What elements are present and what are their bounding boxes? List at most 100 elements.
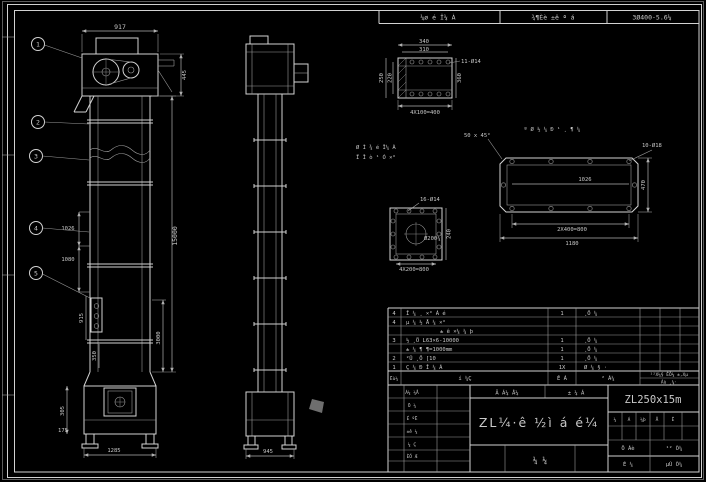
sheet-label: ¼ ¼ [533, 456, 548, 465]
dim-side-base-width: 945 [263, 449, 273, 455]
bom-table: 4 Î ¼ ¸ ×° Á é 1 ¸Ö ¼ 4 µ ¼ ½ Å ¼ ×° ± ê… [387, 307, 699, 472]
dim-total-height: 15000 [171, 226, 179, 246]
bom-row-no: 4 [392, 311, 396, 317]
balloon-5: 5 [29, 266, 91, 299]
bolt-holes [409, 59, 451, 97]
dim-flange-center-circle: Ø200¼ [424, 235, 441, 242]
bom-row-mat: ¸Ö ¼ [584, 310, 597, 317]
dim-channel-outer-width: 340 [419, 39, 429, 45]
bom-row-desc: ± ê ×¼ ¼ þ [440, 328, 473, 335]
bom-row-no: 4 [392, 320, 396, 326]
dim-head-width: 917 [114, 23, 126, 31]
dim-plate-width: 1180 [565, 241, 578, 247]
balloon-1: 1 [31, 37, 83, 59]
tb-right-cell: ¼þ [640, 417, 646, 423]
dim-channel-inner-width: 310 [419, 47, 429, 53]
dim-plate-hole-spacing: 2X400=800 [557, 227, 587, 233]
tb-right-cell: Ê [672, 415, 675, 423]
dim-plate-height: 470 [641, 180, 647, 190]
flange-holes-label: 16-Ø14 [420, 196, 441, 203]
svg-text:3: 3 [34, 153, 38, 161]
bom-header-right-top: ¹²X¼§ ÊÕ¼ ±,Xµ [650, 370, 688, 378]
dim-305: 305 [60, 406, 66, 416]
bom-row-qty: 1 [560, 338, 563, 344]
bom-header-right-bottom: Áù ¸¼· [661, 379, 677, 386]
dim-channel-inner-height: 220 [388, 73, 394, 83]
bom-row-mat: ¸Ö ¼ [584, 337, 597, 344]
dim-350: 350 [92, 351, 98, 361]
tb-right-row3-right: µÚ Õ¼ [666, 461, 683, 468]
plate-caption: º Ø ½ ¼ Ð ¹ ¸ ¶ ¼ [524, 126, 580, 133]
hatch-pattern [397, 57, 407, 99]
tb-left-row: ÈÕ Æ [407, 452, 418, 460]
bom-row-desc: ± ¼ ¶ ¶=1000mm [406, 347, 453, 353]
tb-right-cell: ¼ [614, 417, 617, 423]
bom-row-no: 3 [392, 338, 395, 344]
plate-bolt-holes [500, 159, 637, 212]
tb-right-cell: Á [628, 416, 631, 423]
dim-channel-hole-spacing: 4X100=400 [410, 110, 440, 116]
detail-flange-view: Ø Ì ¾ é Î¼ À Ï Î ò ¹ Ó ×° 16-Ø14 Ø200¼ 2… [356, 144, 453, 273]
bom-row-qty: 1X [559, 365, 566, 371]
bom-row-mat: ¸Ö ¼ [584, 355, 597, 362]
column-flanges [87, 119, 153, 344]
dim-channel-right: 360 [457, 73, 463, 83]
dim-175: 175 [58, 428, 68, 434]
break-line [89, 145, 151, 155]
bom-row-mat: Ø ¼ § · [584, 364, 607, 371]
dim-section-b: 1080 [61, 257, 74, 263]
top-bar-cell-3: 3Ø400-5.6¼ [632, 14, 671, 22]
bom-row-qty: 1 [560, 356, 563, 362]
inspection-door [90, 297, 103, 333]
svg-text:2: 2 [36, 119, 40, 127]
flange-caption-line1: Ø Ì ¾ é Î¼ À [356, 144, 396, 151]
bom-row-no: 2 [392, 356, 395, 362]
balloon-3: 3 [29, 149, 90, 163]
side-column-flanges [253, 138, 287, 372]
bom-header-mat: ² Á¼ [601, 375, 614, 382]
bom-row-desc: Î ¼ ¸ ×° Á é [406, 310, 446, 317]
ink-mark [309, 399, 324, 413]
tb-left-row: Ö ¼ [408, 402, 416, 409]
bom-row-qty: 1 [560, 347, 563, 353]
balloon-4: 4 [29, 221, 90, 235]
tb-left-row: É ºË [407, 414, 418, 422]
bom-row-mat: ¸Ö ¼ [584, 346, 597, 353]
title-block: Á¼ ¼Å Ö ¼ É ºË ±ê ¼ ¼ Ç ÈÕ Æ Ä Á¼ Å¼ ± ¼… [388, 385, 699, 472]
bom-row-no: 1 [392, 365, 395, 371]
bom-row-desc: Ç ¼ Ð Î ¼ Á [406, 364, 443, 371]
channel-holes-label: 11-Ø14 [461, 58, 482, 65]
dim-channel-outer-height: 250 [379, 73, 385, 83]
dim-lower-section: 3000 [156, 331, 162, 344]
boot-door [103, 387, 137, 417]
tb-right-row2-right: ¹² Õ¼ [666, 445, 683, 452]
svg-text:4: 4 [34, 225, 38, 233]
top-bar-cell-2: ¾¶Èè ±ê ª á [531, 13, 574, 22]
tb-mid-top-right: ± ¼ Á [568, 390, 585, 397]
drawing-title: ZL¼·ê ½ì á é¼ [479, 415, 599, 430]
tb-left-row: ¼ Ç [408, 442, 416, 448]
bom-row-desc: ²Û ¸Ö [10 [406, 355, 436, 362]
tb-left-row: ±ê ¼ [407, 428, 418, 435]
bom-header-name: í ¼Ç [458, 375, 471, 382]
dim-flange-hole-spacing: 4X200=800 [399, 267, 429, 273]
bom-header-qty: Ê Á [557, 374, 568, 382]
dim-door: 915 [79, 313, 85, 323]
tb-mid-top-left: Ä Á¼ Å¼ [495, 390, 518, 397]
bom-row-desc: ½ ¸Ö L63×6-10000 [406, 337, 459, 344]
break-line [89, 153, 151, 163]
tb-right-row2-left: Ö Áè [621, 445, 634, 452]
dim-section-a: 1026 [61, 226, 74, 232]
flange-bolt-holes [390, 208, 442, 260]
tb-right-row3-left: É ¼ [623, 460, 633, 468]
flange-caption-line2: Ï Î ò ¹ Ó ×° [356, 154, 396, 161]
tb-left-row: Á¼ ¼Å [405, 389, 419, 396]
balloon-2: 2 [31, 115, 90, 129]
head-pulley-small [122, 61, 140, 79]
plate-chamfer-label: 50 x 45° [464, 133, 491, 139]
dim-flange-height: 240 [447, 229, 453, 239]
tb-right-cell: Å [656, 416, 659, 423]
svg-text:5: 5 [34, 270, 38, 278]
